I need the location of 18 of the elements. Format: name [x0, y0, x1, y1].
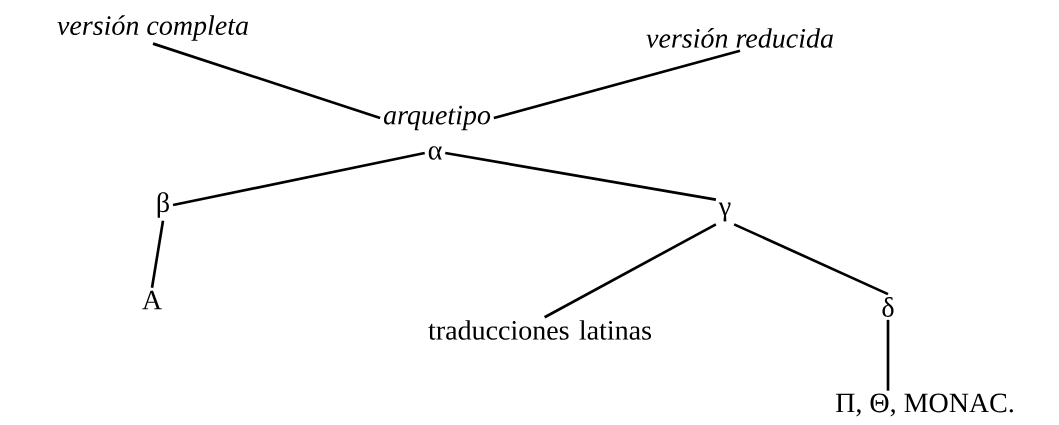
- stemma-line: [445, 151, 717, 201]
- manuscript-label: A: [142, 290, 162, 310]
- manuscript-label: α: [428, 146, 442, 160]
- stemma-line: [886, 319, 890, 391]
- manuscript-label: β: [157, 192, 169, 218]
- version-label: arquetipo: [383, 105, 491, 131]
- stemma-line: [150, 220, 165, 289]
- manuscript-label: Π, Θ, MONAC.: [836, 393, 1013, 417]
- stemma-line: [493, 49, 741, 120]
- version-label: versión reducida: [646, 28, 833, 48]
- stemma-line: [152, 42, 381, 120]
- manuscript-label: γ: [718, 202, 731, 222]
- manuscript-label: traducciones latinas: [428, 320, 651, 340]
- version-label: versión completa: [57, 15, 248, 41]
- stemma-line: [172, 151, 425, 207]
- stemma-line: [544, 223, 717, 319]
- manuscript-label: δ: [882, 297, 894, 317]
- stemma-line: [733, 223, 889, 296]
